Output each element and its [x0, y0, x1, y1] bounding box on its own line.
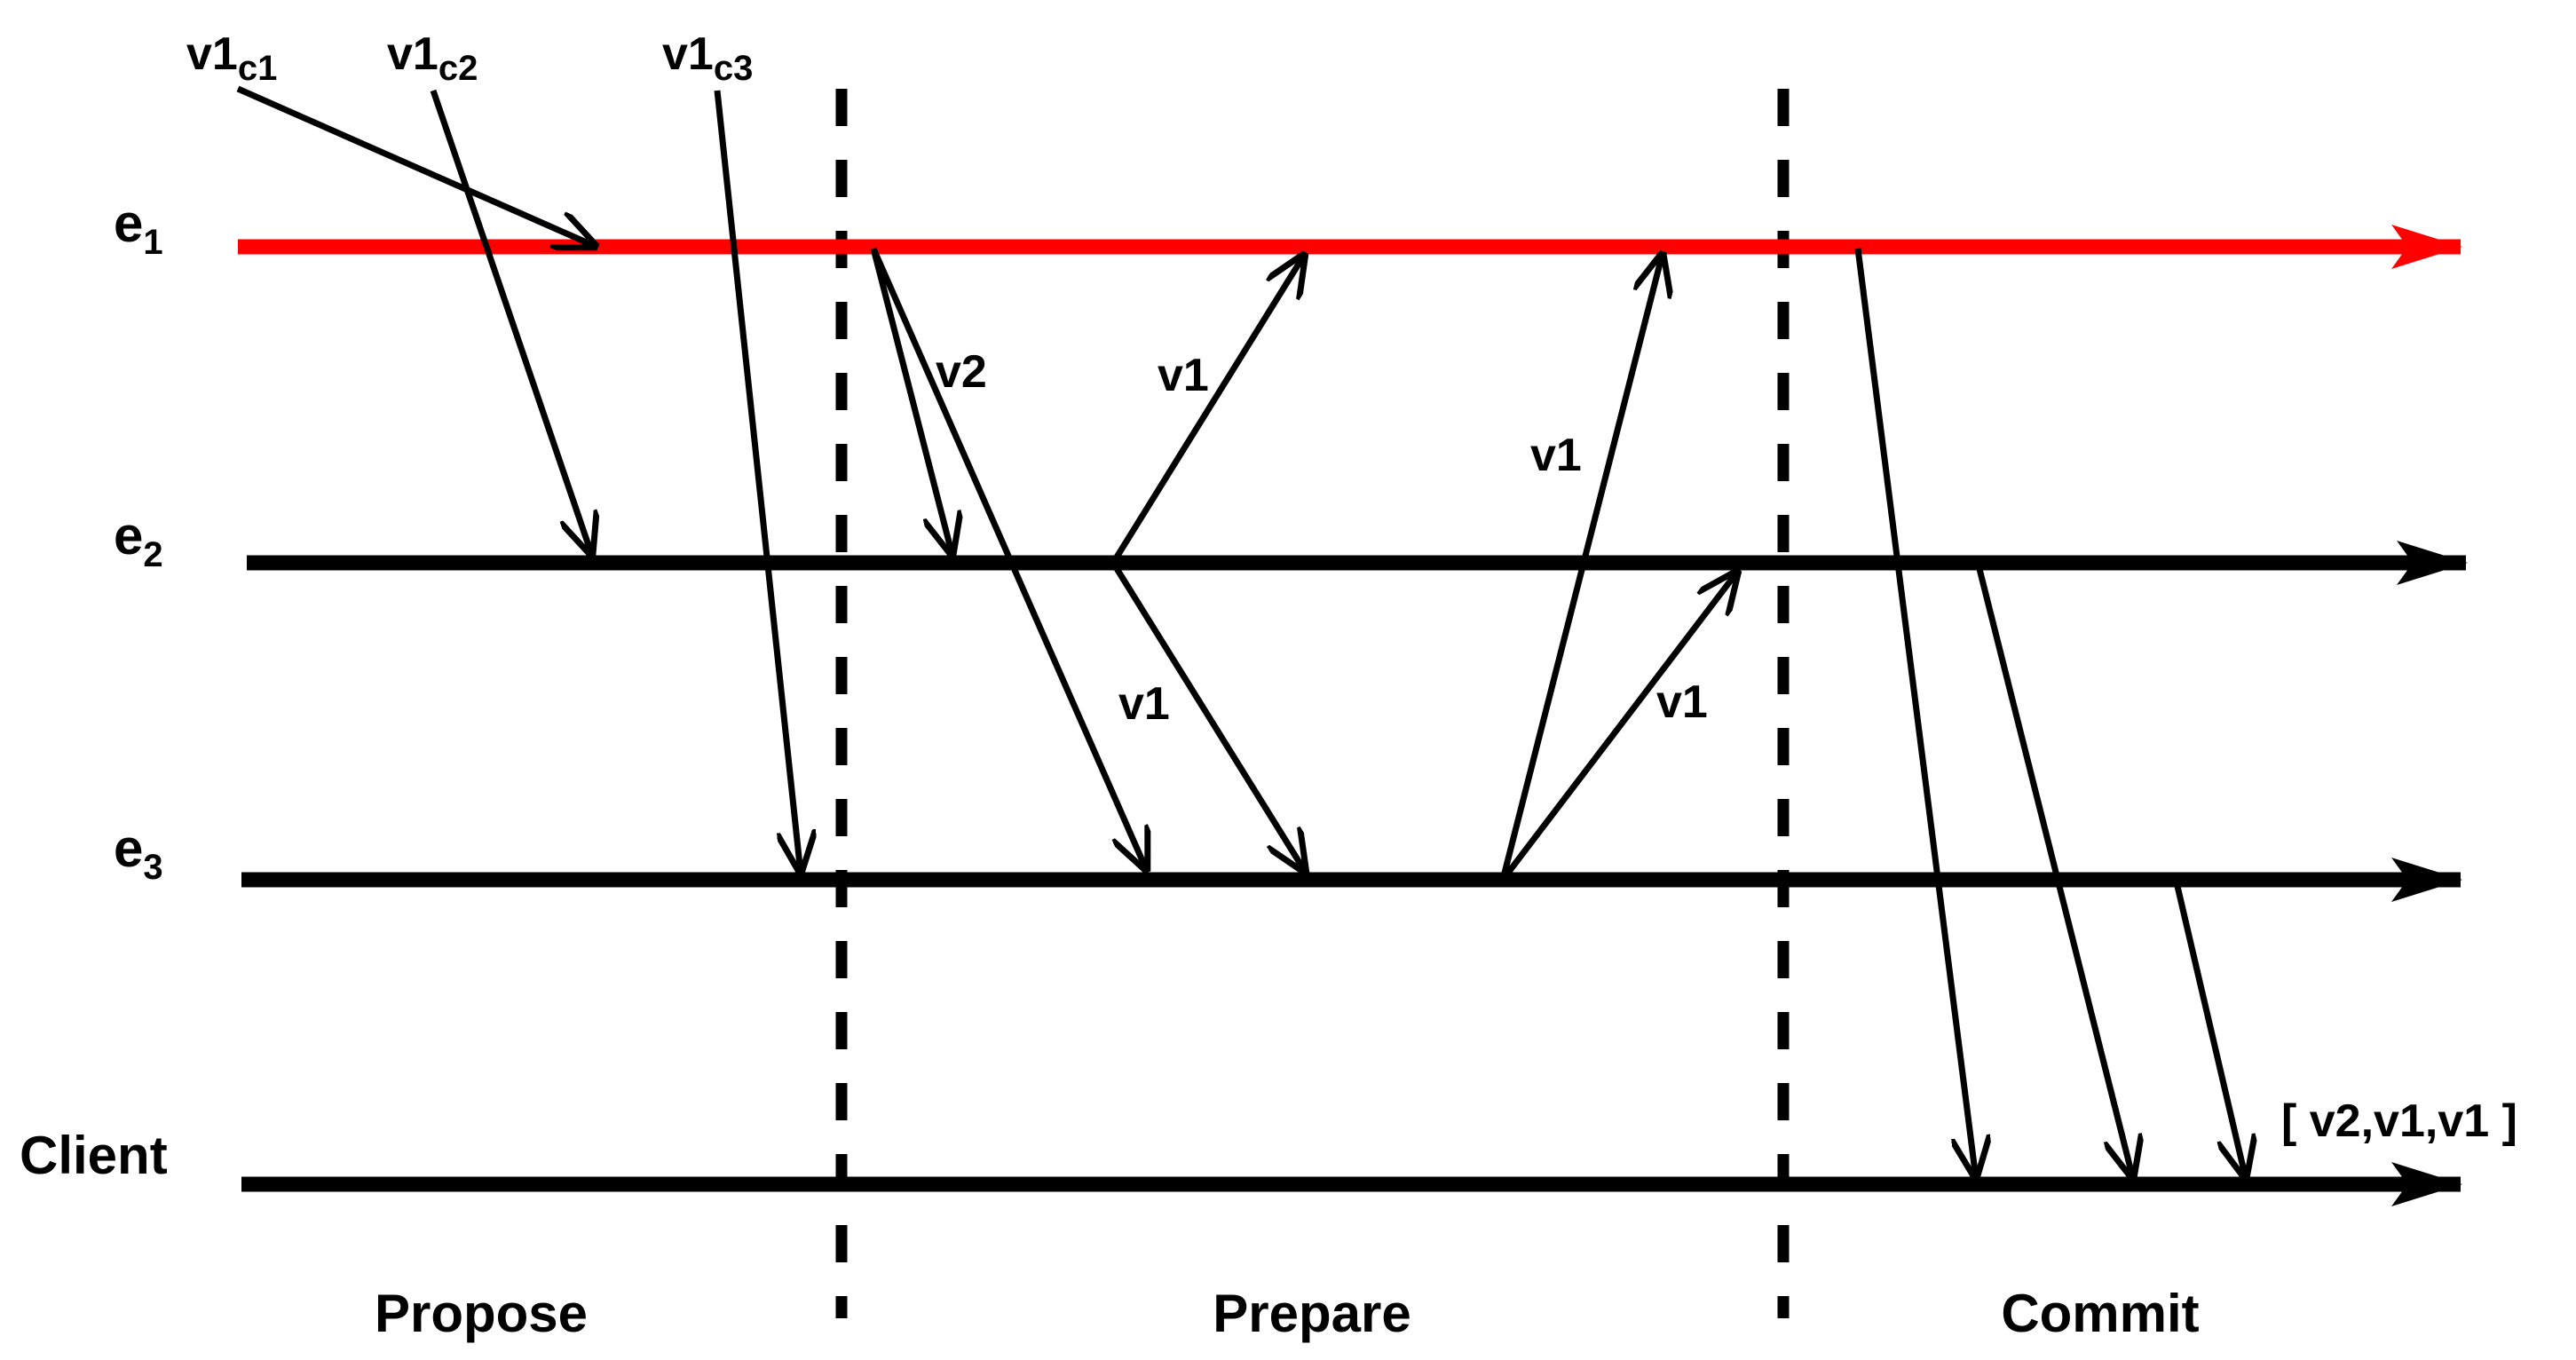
- timeline-label-e1: e1: [114, 194, 163, 262]
- message-arrow-e1-e3: [870, 247, 1147, 871]
- message-arrow-e1-e2: [870, 248, 952, 556]
- timeline-label-e2: e2: [114, 506, 163, 574]
- timeline-label-client: Client: [20, 1126, 168, 1185]
- message-label-v1-e3-e2: v1: [1656, 676, 1708, 728]
- commit-arrow-e3-client: [2173, 882, 2246, 1179]
- message-arrow-e2-e1: [1110, 254, 1305, 565]
- result-label: [ v2,v1,v1 ]: [2281, 1095, 2517, 1147]
- input-label-c3: v1c3: [662, 28, 753, 88]
- message-label-v2: v2: [936, 346, 987, 398]
- message-arrow-e3-e1: [1499, 253, 1663, 881]
- phase-label-prepare: Prepare: [1213, 1284, 1410, 1343]
- input-arrow-c3: [714, 90, 801, 874]
- message-label-v1-e3-e1: v1: [1530, 430, 1582, 481]
- input-arrow-c2: [430, 89, 592, 556]
- input-label-c2: v1c2: [387, 28, 478, 88]
- message-arrow-e2-e3: [1110, 561, 1306, 873]
- commit-arrow-e2-client: [1975, 565, 2133, 1179]
- message-label-v1-e2-e3: v1: [1118, 678, 1170, 730]
- message-arrow-e3-e2: [1500, 571, 1738, 882]
- commit-arrow-e1-client: [1854, 248, 1976, 1179]
- input-arrow-c1: [236, 85, 597, 247]
- phase-label-propose: Propose: [375, 1284, 588, 1343]
- message-label-v1-e2-e1: v1: [1158, 350, 1209, 401]
- timeline-label-e3: e3: [114, 818, 163, 887]
- phase-label-commit: Commit: [2001, 1284, 2199, 1343]
- input-label-c1: v1c1: [186, 28, 277, 88]
